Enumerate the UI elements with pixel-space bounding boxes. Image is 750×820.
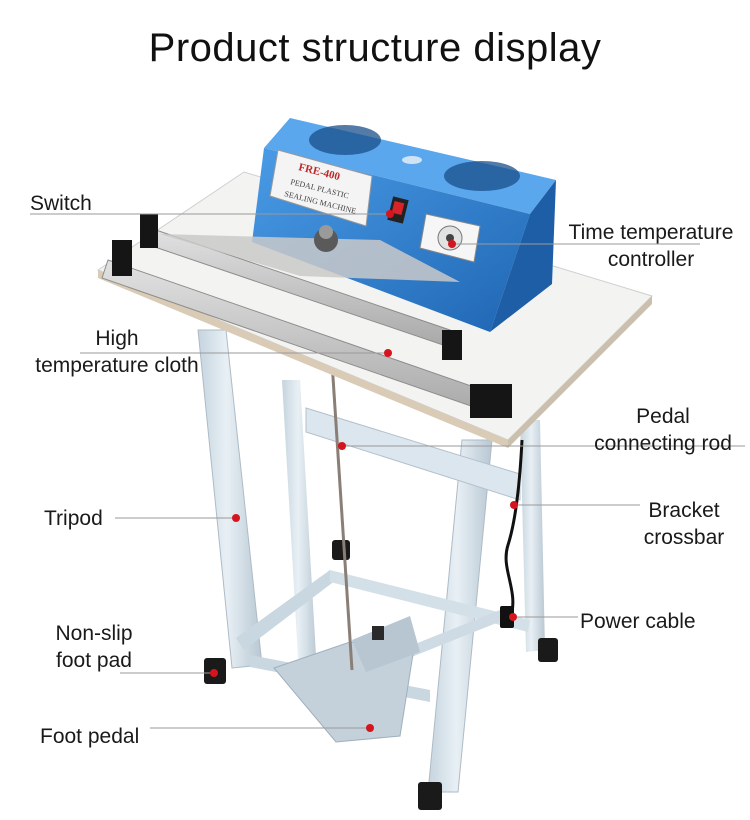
connecting-rod-shape — [330, 361, 354, 671]
label-bracket-crossbar: Bracket crossbar — [624, 497, 744, 551]
label-switch: Switch — [30, 192, 92, 215]
label-high-temperature-line2: temperature cloth — [35, 354, 199, 377]
label-bracket-line2: crossbar — [643, 526, 725, 549]
label-high-temperature-line1: High — [95, 327, 139, 350]
sealing-jaws — [101, 214, 512, 418]
leader-lines — [30, 213, 745, 729]
diagram-title: Product structure display — [148, 26, 602, 70]
label-tripod: Tripod — [44, 507, 103, 530]
callout-markers — [210, 210, 518, 732]
label-non-slip-line2: foot pad — [56, 649, 132, 672]
control-box: FRE-400 PEDAL PLASTIC SEALING MACHINE — [252, 118, 556, 332]
label-time-temperature-controller: Time temperature controller — [552, 219, 750, 273]
label-time-temperature-line2: controller — [607, 248, 695, 271]
label-pedal-rod-line2: connecting rod — [594, 432, 732, 455]
label-pedal-connecting-rod: Pedal connecting rod — [578, 403, 748, 457]
label-pedal-rod-line1: Pedal — [636, 405, 690, 428]
label-bracket-line1: Bracket — [648, 499, 720, 522]
label-non-slip-foot-pad: Non-slip foot pad — [36, 620, 152, 674]
foot-pads — [204, 540, 558, 810]
power-cable-shape — [504, 439, 524, 621]
foot-pedal-shape — [273, 616, 420, 743]
label-high-temperature-cloth: High temperature cloth — [18, 325, 216, 379]
label-time-temperature-line1: Time temperature — [568, 221, 734, 244]
label-power-cable: Power cable — [580, 610, 696, 633]
label-non-slip-line1: Non-slip — [55, 622, 133, 645]
label-foot-pedal: Foot pedal — [40, 725, 140, 748]
